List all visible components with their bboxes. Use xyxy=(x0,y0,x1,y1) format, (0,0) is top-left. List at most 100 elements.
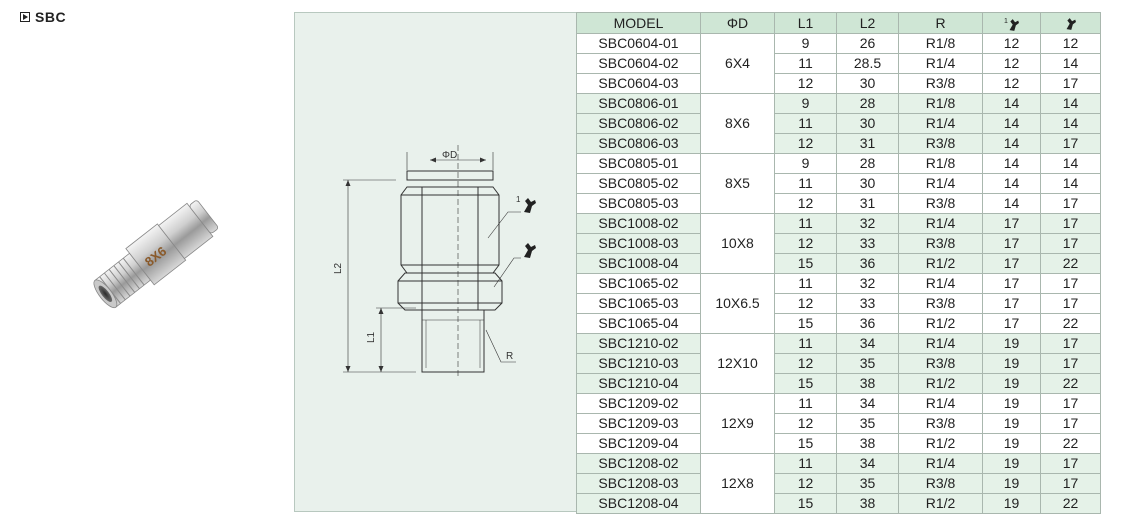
l1-cell: 11 xyxy=(774,332,837,354)
r-cell: R1/4 xyxy=(898,452,983,474)
wrench2-cell: 22 xyxy=(1040,372,1101,394)
wrench1-cell: 19 xyxy=(982,492,1041,514)
wrench1-cell: 12 xyxy=(982,72,1041,94)
l1-cell: 12 xyxy=(774,472,837,494)
model-cell: SBC0604-01 xyxy=(576,32,701,54)
wrench1-cell: 19 xyxy=(982,412,1041,434)
model-cell: SBC1065-04 xyxy=(576,312,701,334)
l1-cell: 15 xyxy=(774,312,837,334)
l1-cell: 11 xyxy=(774,172,837,194)
l2-cell: 32 xyxy=(836,212,899,234)
wrench2-cell: 12 xyxy=(1040,32,1101,54)
model-cell: SBC0806-03 xyxy=(576,132,701,154)
wrench1-cell: 19 xyxy=(982,332,1041,354)
l1-cell: 11 xyxy=(774,112,837,134)
technical-drawing: ΦD L2 L1 R 1 xyxy=(333,145,536,376)
r-cell: R1/8 xyxy=(898,32,983,54)
section-header: SBC xyxy=(20,9,66,25)
r-cell: R3/8 xyxy=(898,412,983,434)
l1-cell: 12 xyxy=(774,412,837,434)
wrench2-cell: 17 xyxy=(1040,472,1101,494)
l1-cell: 12 xyxy=(774,132,837,154)
l2-label: L2 xyxy=(333,262,344,274)
r-cell: R1/2 xyxy=(898,252,983,274)
phi-d-label: ΦD xyxy=(442,150,457,161)
wrench-icon xyxy=(1009,19,1019,31)
l2-cell: 28.5 xyxy=(836,52,899,74)
r-cell: R1/2 xyxy=(898,312,983,334)
wrench2-cell: 17 xyxy=(1040,192,1101,214)
r-cell: R1/4 xyxy=(898,212,983,234)
model-cell: SBC1208-02 xyxy=(576,452,701,474)
model-cell: SBC1008-02 xyxy=(576,212,701,234)
model-cell: SBC0604-02 xyxy=(576,52,701,74)
wrench2-icon xyxy=(524,243,536,258)
wrench1-cell: 17 xyxy=(982,232,1041,254)
model-cell: SBC0805-01 xyxy=(576,152,701,174)
r-cell: R3/8 xyxy=(898,472,983,494)
l1-cell: 12 xyxy=(774,232,837,254)
wrench1-cell: 14 xyxy=(982,92,1041,114)
l2-cell: 31 xyxy=(836,132,899,154)
l2-cell: 30 xyxy=(836,72,899,94)
wrench2-cell: 17 xyxy=(1040,292,1101,314)
model-cell: SBC0806-01 xyxy=(576,92,701,114)
wrench2-cell: 14 xyxy=(1040,92,1101,114)
wrench1-cell: 14 xyxy=(982,172,1041,194)
wrench1-cell: 17 xyxy=(982,312,1041,334)
r-cell: R1/8 xyxy=(898,152,983,174)
table-header-row: MODEL ΦD L1 L2 R 1 xyxy=(576,12,1101,34)
r-cell: R1/4 xyxy=(898,112,983,134)
l2-cell: 30 xyxy=(836,172,899,194)
col-header-model: MODEL xyxy=(576,12,701,34)
col-header-r: R xyxy=(898,12,983,34)
section-title: SBC xyxy=(35,9,67,25)
wrench2-cell: 17 xyxy=(1040,452,1101,474)
l2-cell: 26 xyxy=(836,32,899,54)
r-cell: R1/4 xyxy=(898,332,983,354)
l1-cell: 15 xyxy=(774,492,837,514)
wrench2-cell: 22 xyxy=(1040,252,1101,274)
l2-cell: 34 xyxy=(836,452,899,474)
l1-cell: 12 xyxy=(774,192,837,214)
l1-cell: 9 xyxy=(774,152,837,174)
model-cell: SBC1209-04 xyxy=(576,432,701,454)
l2-cell: 34 xyxy=(836,332,899,354)
l2-cell: 33 xyxy=(836,292,899,314)
wrench1-cell: 12 xyxy=(982,32,1041,54)
l2-cell: 38 xyxy=(836,432,899,454)
wrench1-cell: 19 xyxy=(982,432,1041,454)
l1-label: L1 xyxy=(366,331,377,343)
l2-cell: 36 xyxy=(836,252,899,274)
wrench1-icon xyxy=(524,198,536,213)
wrench1-cell: 17 xyxy=(982,272,1041,294)
wrench2-cell: 22 xyxy=(1040,432,1101,454)
r-cell: R3/8 xyxy=(898,232,983,254)
phi-d-cell: 10X6.5 xyxy=(700,272,775,334)
l2-cell: 35 xyxy=(836,412,899,434)
col-header-l2: L2 xyxy=(836,12,899,34)
model-cell: SBC1008-03 xyxy=(576,232,701,254)
wrench1-cell: 19 xyxy=(982,452,1041,474)
l1-cell: 11 xyxy=(774,392,837,414)
wrench2-cell: 17 xyxy=(1040,72,1101,94)
l2-cell: 38 xyxy=(836,372,899,394)
phi-d-cell: 12X9 xyxy=(700,392,775,454)
col-header-l1: L1 xyxy=(774,12,837,34)
